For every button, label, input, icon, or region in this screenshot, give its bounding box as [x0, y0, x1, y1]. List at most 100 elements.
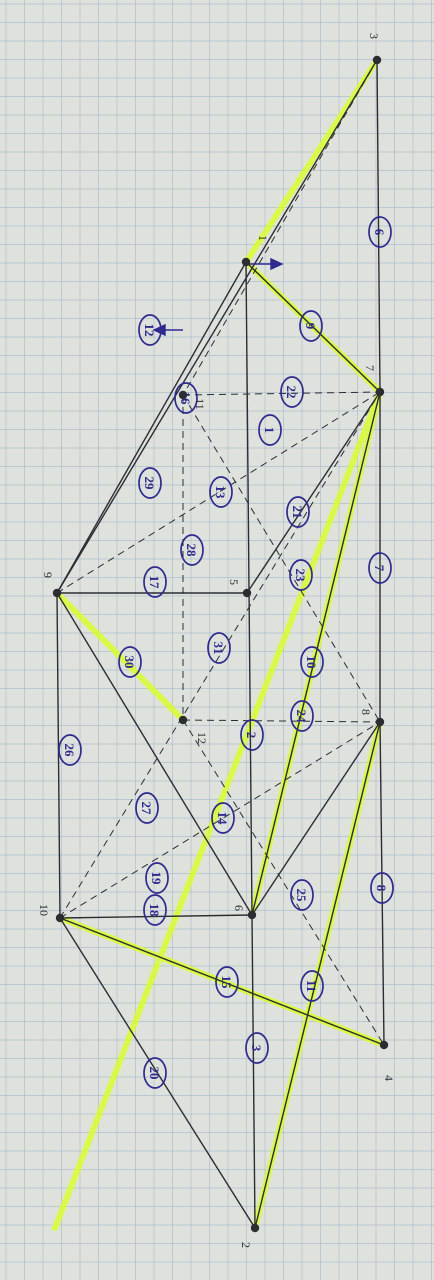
member-label-text: 14	[215, 812, 230, 826]
member-label-21: 21	[286, 496, 310, 528]
node-7-label: 7	[363, 365, 377, 371]
member-label-text: 7	[372, 565, 387, 572]
member-label-text: 11	[304, 980, 319, 992]
solid-members	[56, 59, 385, 1229]
member-label-text: 12	[142, 324, 157, 337]
member-label-circle	[290, 700, 314, 732]
node-1-label: 1	[256, 235, 270, 241]
node-5-dot	[242, 588, 252, 598]
node-2-label: 2	[239, 1242, 253, 1248]
node-5-label: 5	[227, 579, 241, 585]
member-label-27: 27	[135, 792, 159, 824]
member-label-circle	[209, 476, 233, 508]
load-arrows	[152, 257, 284, 337]
member-label-31: 31	[207, 632, 231, 664]
member-label-circle	[289, 559, 313, 591]
member-label-circle	[300, 646, 324, 678]
member-label-text: 21	[290, 506, 305, 519]
member-label-text: 2	[244, 732, 259, 739]
member-label-19: 19	[145, 862, 169, 894]
node-10-label: 10	[37, 904, 51, 916]
member-label-circle	[300, 970, 324, 1002]
member-label-text: 24	[294, 710, 309, 724]
member-label-circle	[211, 802, 235, 834]
node-7-dot	[375, 387, 385, 397]
member-label-circle	[143, 566, 167, 598]
member-label-text: 23	[293, 569, 308, 583]
member-label-text: 6	[372, 229, 387, 236]
member-label-18: 18	[143, 894, 167, 926]
member-label-layer: 1236789101112131415161718192021222324252…	[58, 216, 394, 1089]
member-label-2: 2	[240, 719, 264, 751]
member-label-text: 28	[184, 544, 199, 558]
member-label-text: 27	[139, 802, 154, 816]
member-label-8: 8	[370, 872, 394, 904]
member-label-3: 3	[245, 1032, 269, 1064]
node-1-dot	[241, 257, 251, 267]
member-label-circle	[368, 552, 392, 584]
member-label-text: 13	[213, 486, 228, 500]
member-label-text: 31	[211, 642, 226, 655]
member-label-22: 22	[280, 376, 304, 408]
member-label-text: 25	[294, 889, 309, 903]
node-10-dot	[55, 913, 65, 923]
member-label-circle	[58, 734, 82, 766]
member-label-circle	[143, 894, 167, 926]
member-label-circle	[370, 872, 394, 904]
member-label-text: 20	[147, 1067, 162, 1080]
member-label-6: 6	[368, 216, 392, 248]
member-label-text: 30	[122, 656, 137, 669]
member-label-circle	[138, 467, 162, 499]
member-label-circle	[180, 534, 204, 566]
member-label-1: 1	[258, 414, 282, 446]
member-label-circle	[118, 646, 142, 678]
node-8-label: 8	[359, 709, 373, 715]
member-label-17: 17	[143, 566, 167, 598]
member-label-23: 23	[289, 559, 313, 591]
node-9-dot	[52, 588, 62, 598]
member-label-circle	[135, 792, 159, 824]
member-label-text: 1	[262, 427, 277, 434]
member-label-circle	[145, 862, 169, 894]
member-label-text: 18	[147, 904, 162, 918]
node-4-dot	[379, 1040, 389, 1050]
member-label-28: 28	[180, 534, 204, 566]
node-6-label: 6	[232, 905, 246, 911]
member-label-7: 7	[368, 552, 392, 584]
node-8-dot	[375, 717, 385, 727]
member-label-circle	[215, 966, 239, 998]
member-label-24: 24	[290, 700, 314, 732]
member-label-circle	[368, 216, 392, 248]
member-label-20: 20	[143, 1057, 167, 1089]
member-label-text: 22	[284, 386, 299, 399]
member-label-circle	[286, 496, 310, 528]
member-label-13: 13	[209, 476, 233, 508]
node-11-label: 11	[193, 398, 207, 410]
member-label-circle	[299, 310, 323, 342]
node-12-dot	[178, 715, 188, 725]
node-2-dot	[250, 1223, 260, 1233]
node-3-label: 3	[367, 33, 381, 39]
member-label-circle	[240, 719, 264, 751]
member-label-circle	[143, 1057, 167, 1089]
member-label-10: 10	[300, 646, 324, 678]
node-4-label: 4	[382, 1075, 396, 1081]
member-label-circle	[290, 879, 314, 911]
member-label-25: 25	[290, 879, 314, 911]
dashed-members	[56, 59, 385, 1046]
node-6-dot	[247, 910, 257, 920]
member-label-text: 19	[149, 872, 164, 886]
member-label-text: 15	[219, 976, 234, 990]
member-label-text: 17	[147, 576, 162, 590]
node-3-dot	[372, 55, 382, 65]
member-label-29: 29	[138, 467, 162, 499]
member-label-26: 26	[58, 734, 82, 766]
member-label-text: 26	[62, 744, 77, 758]
node-12-label: 12	[195, 732, 209, 744]
member-label-circle	[280, 376, 304, 408]
member-label-15: 15	[215, 966, 239, 998]
